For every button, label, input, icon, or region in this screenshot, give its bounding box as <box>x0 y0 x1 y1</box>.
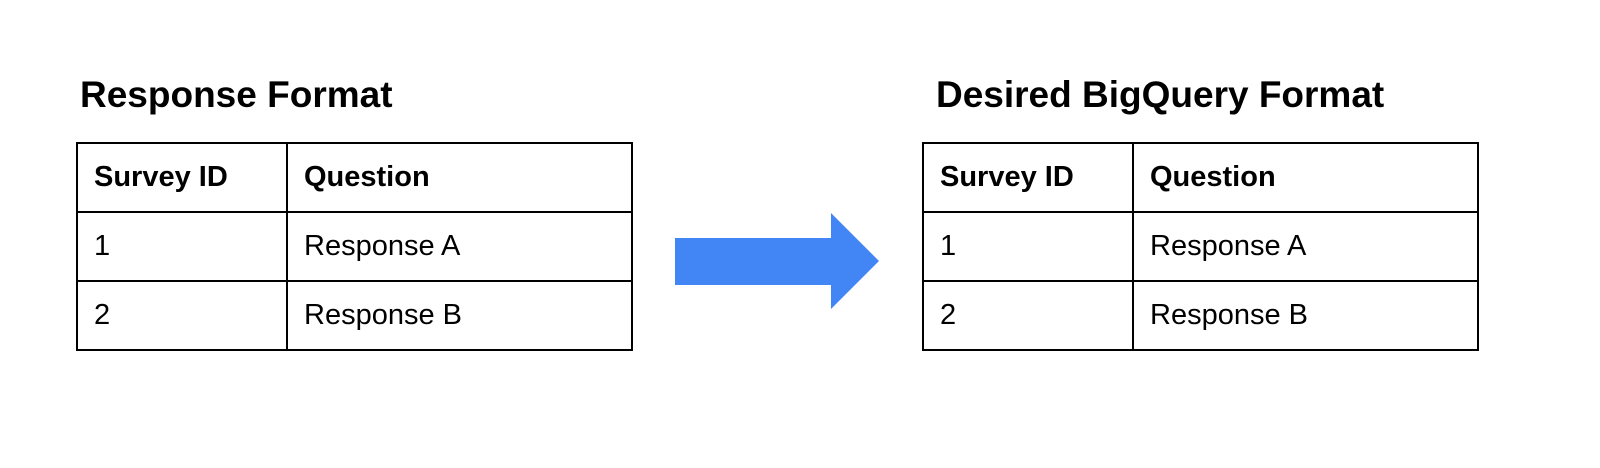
arrow-shape <box>675 213 879 309</box>
response-format-table: Survey ID Question 1 Response A 2 Respon… <box>76 142 633 351</box>
table-row: 1 Response A <box>922 211 1479 282</box>
bigquery-format-table: Survey ID Question 1 Response A 2 Respon… <box>922 142 1479 351</box>
cell-question: Response B <box>1132 280 1479 351</box>
header-question: Question <box>1132 142 1479 213</box>
cell-survey-id: 2 <box>76 280 288 351</box>
header-survey-id: Survey ID <box>922 142 1134 213</box>
right-title: Desired BigQuery Format <box>936 74 1385 115</box>
table-header-row: Survey ID Question <box>76 142 633 213</box>
table-row: 1 Response A <box>76 211 633 282</box>
cell-question: Response B <box>286 280 633 351</box>
table-row: 2 Response B <box>922 280 1479 351</box>
header-survey-id: Survey ID <box>76 142 288 213</box>
cell-question: Response A <box>1132 211 1479 282</box>
header-question: Question <box>286 142 633 213</box>
table-row: 2 Response B <box>76 280 633 351</box>
table-header-row: Survey ID Question <box>922 142 1479 213</box>
cell-question: Response A <box>286 211 633 282</box>
cell-survey-id: 1 <box>76 211 288 282</box>
cell-survey-id: 2 <box>922 280 1134 351</box>
left-title: Response Format <box>80 74 393 115</box>
cell-survey-id: 1 <box>922 211 1134 282</box>
